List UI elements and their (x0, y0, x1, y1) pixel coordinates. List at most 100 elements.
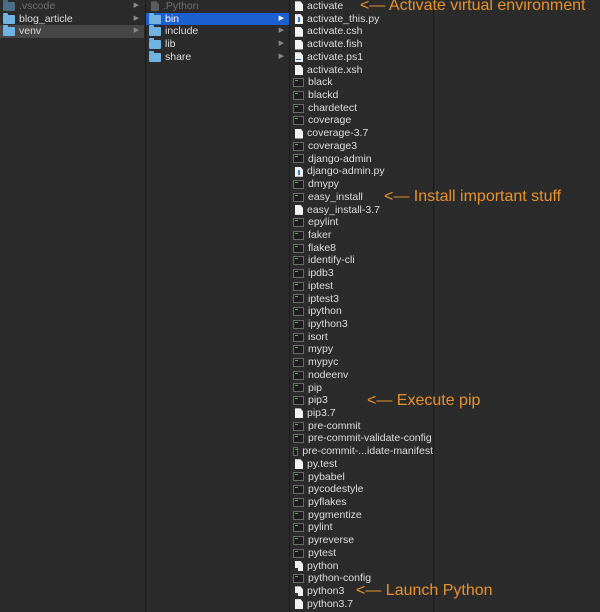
item-name: identify-cli (308, 254, 355, 267)
list-item[interactable]: easy_install (290, 191, 433, 204)
item-name: pycodestyle (308, 483, 364, 496)
list-item[interactable]: pre-commit-validate-config (290, 432, 433, 445)
list-item[interactable]: blog_article▶ (0, 12, 144, 26)
item-name: pip3.7 (307, 407, 336, 419)
list-item[interactable]: iptest (290, 280, 433, 293)
list-item[interactable]: flake8 (290, 242, 433, 255)
list-item[interactable]: ipython (290, 305, 433, 318)
item-name: pip (308, 381, 323, 394)
list-item[interactable]: django-admin (290, 153, 433, 166)
list-item[interactable]: coverage (290, 114, 433, 127)
list-item[interactable]: share▶ (146, 50, 289, 64)
list-item[interactable]: lib▶ (146, 38, 289, 51)
list-item[interactable]: ipython3 (290, 318, 433, 331)
item-name: .vscode (19, 0, 56, 12)
list-item[interactable]: python3 (290, 585, 433, 598)
file-icon (295, 128, 303, 139)
python-script-icon (295, 14, 303, 25)
item-name: easy_install-3.7 (307, 203, 380, 216)
list-item[interactable]: iptest3 (290, 293, 433, 306)
list-item[interactable]: pylint (290, 521, 433, 534)
list-item[interactable]: nodeenv (290, 369, 433, 382)
list-item[interactable]: mypy (290, 343, 433, 356)
list-item[interactable]: pygmentize (290, 509, 433, 522)
terminal-exec-icon (293, 510, 304, 520)
list-item[interactable]: activate.ps1 (290, 51, 433, 64)
item-name: faker (308, 228, 332, 241)
list-item[interactable]: pybabel (290, 471, 433, 484)
chevron-right-icon: ▶ (133, 27, 139, 35)
list-item[interactable]: faker (290, 229, 433, 242)
file-icon (295, 64, 303, 75)
list-item[interactable]: pyreverse (290, 534, 433, 547)
list-item[interactable]: pyflakes (290, 496, 433, 509)
item-name: coverage3 (308, 139, 358, 152)
item-name: pygmentize (308, 508, 362, 521)
list-item[interactable]: dmypy (290, 178, 433, 191)
list-item[interactable]: .vscode▶ (0, 0, 144, 13)
item-name: python3.7 (307, 597, 354, 610)
list-item[interactable]: black (290, 76, 433, 89)
item-name: iptest3 (308, 292, 339, 305)
list-item[interactable]: identify-cli (290, 254, 433, 267)
list-item[interactable]: epylint (290, 216, 433, 229)
item-name: python-config (308, 572, 372, 585)
list-item[interactable]: activate.xsh (290, 64, 433, 77)
terminal-exec-icon (293, 485, 304, 495)
list-item[interactable]: chardetect (290, 102, 433, 115)
list-item[interactable]: django-admin.py (290, 165, 433, 178)
file-icon (151, 1, 159, 12)
folder-icon (149, 12, 161, 24)
list-item[interactable]: .Python (146, 0, 289, 13)
list-item[interactable]: include▶ (146, 25, 289, 38)
item-name: share (165, 50, 192, 63)
list-item[interactable]: activate.fish (290, 38, 433, 51)
list-item[interactable]: python-config (290, 572, 433, 585)
list-item[interactable]: bin▶ (146, 12, 289, 26)
list-item[interactable]: pytest (290, 547, 433, 560)
folder-icon (3, 0, 15, 11)
terminal-exec-icon (293, 548, 304, 558)
list-item[interactable]: activate (290, 0, 433, 13)
terminal-exec-icon (293, 230, 304, 240)
list-item[interactable]: blackd (290, 89, 433, 102)
list-item[interactable]: easy_install-3.7 (290, 204, 433, 217)
annotation-label: <— Execute pip (367, 391, 481, 409)
list-item[interactable]: pip3 (290, 394, 433, 407)
list-item[interactable]: pycodestyle (290, 483, 433, 496)
list-item[interactable]: ipdb3 (290, 267, 433, 280)
terminal-exec-icon (293, 523, 304, 533)
list-item[interactable]: pre-commit-...idate-manifest (290, 445, 433, 458)
list-item[interactable]: pip (290, 382, 433, 395)
folder-icon (149, 38, 161, 50)
terminal-exec-icon (293, 103, 304, 113)
list-item[interactable]: mypyc (290, 356, 433, 369)
list-item[interactable]: venv▶ (0, 25, 144, 39)
terminal-exec-icon (293, 319, 304, 329)
item-name: pip3 (308, 394, 328, 407)
list-item[interactable]: python (290, 560, 433, 573)
list-item[interactable]: activate.csh (290, 25, 433, 38)
terminal-exec-icon (293, 396, 304, 406)
item-name: python3 (307, 585, 345, 598)
list-item[interactable]: pre-commit (290, 420, 433, 433)
list-item[interactable]: coverage-3.7 (290, 127, 433, 140)
item-name: flake8 (308, 241, 337, 254)
terminal-exec-icon (293, 421, 304, 431)
python-script-icon (295, 166, 303, 177)
list-item[interactable]: activate_this.py (290, 13, 433, 26)
terminal-exec-icon (293, 268, 304, 278)
item-name: pylint (308, 521, 333, 534)
list-item[interactable]: pip3.7 (290, 407, 433, 420)
terminal-exec-icon (293, 243, 304, 253)
list-item[interactable]: isort (290, 331, 433, 344)
item-name: activate_this.py (307, 12, 380, 25)
item-name: activate.ps1 (307, 50, 364, 63)
list-item[interactable]: python3.7 (290, 598, 433, 611)
chevron-right-icon: ▶ (278, 27, 284, 35)
list-item[interactable]: coverage3 (290, 140, 433, 153)
item-name: ipdb3 (308, 267, 334, 280)
item-name: mypy (308, 343, 334, 356)
item-name: activate.csh (307, 25, 363, 38)
list-item[interactable]: py.test (290, 458, 433, 471)
